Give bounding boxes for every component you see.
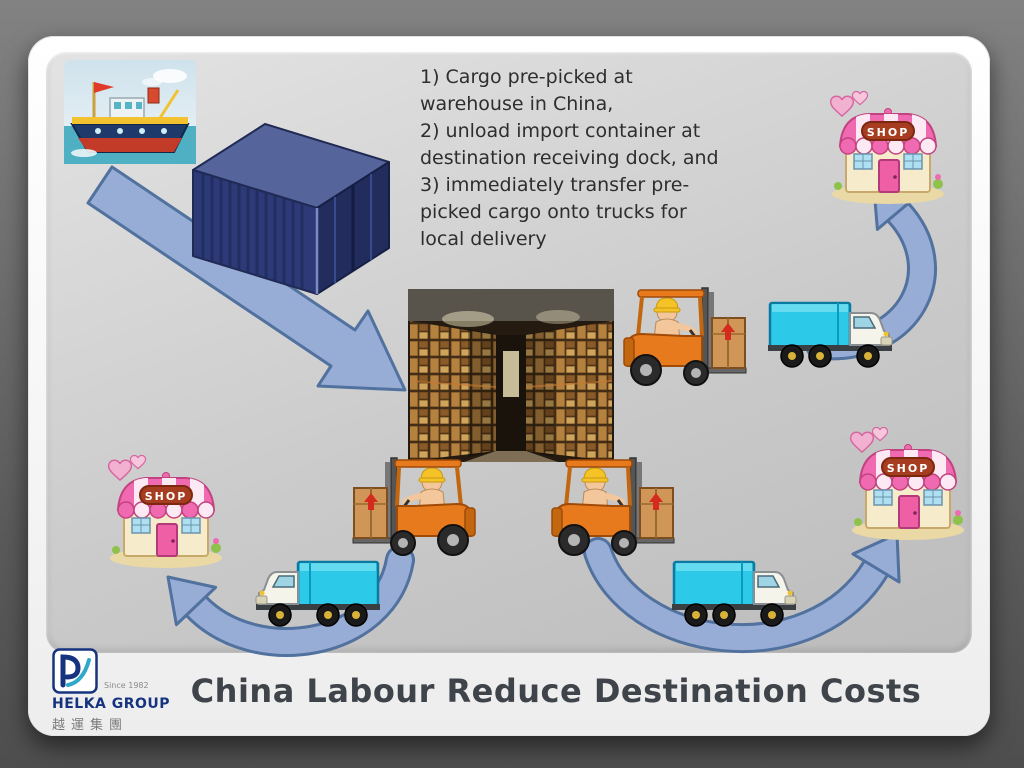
helka-logo-icon — [52, 648, 98, 694]
delivery-truck-top — [768, 293, 896, 373]
forklift-icon — [352, 457, 476, 556]
shop-top-right: SHOP — [822, 88, 952, 206]
helka-logo-block: Since 1982 HELKA GROUP 越運集團 — [52, 648, 212, 733]
shop-bottom-left: SHOP — [100, 452, 230, 570]
truck-icon — [672, 560, 797, 627]
process-steps-text: 1) Cargo pre-picked at warehouse in Chin… — [420, 66, 719, 250]
forklift-icon — [551, 457, 675, 556]
container-icon — [192, 123, 390, 295]
since-label: Since 1982 — [104, 681, 149, 690]
forklift-bottom-right — [540, 452, 675, 560]
warehouse-photo — [408, 289, 614, 462]
forklift-icon — [623, 287, 747, 386]
delivery-truck-bottom-right — [672, 552, 800, 632]
shop-sign-text: SHOP — [867, 126, 910, 139]
company-name: HELKA GROUP — [52, 696, 171, 712]
forklift-receiving-dock — [612, 282, 747, 390]
truck-icon — [768, 301, 893, 368]
shipping-container — [185, 112, 397, 298]
shop-icon: SHOP — [107, 454, 222, 568]
forklift-bottom-left — [352, 452, 487, 560]
shop-sign-text: SHOP — [145, 490, 188, 503]
shop-sign-text: SHOP — [887, 462, 930, 475]
company-name-chinese: 越運集團 — [52, 718, 129, 733]
warehouse-interior-icon — [408, 289, 614, 462]
delivery-truck-bottom-left — [252, 552, 380, 632]
cargo-ship-image — [64, 60, 196, 164]
shop-icon: SHOP — [829, 90, 944, 204]
truck-icon — [255, 560, 380, 627]
shop-bottom-right: SHOP — [842, 424, 972, 542]
shop-icon: SHOP — [849, 426, 964, 540]
ship-icon — [64, 60, 196, 164]
slide-title: China Labour Reduce Destination Costs — [190, 672, 922, 710]
